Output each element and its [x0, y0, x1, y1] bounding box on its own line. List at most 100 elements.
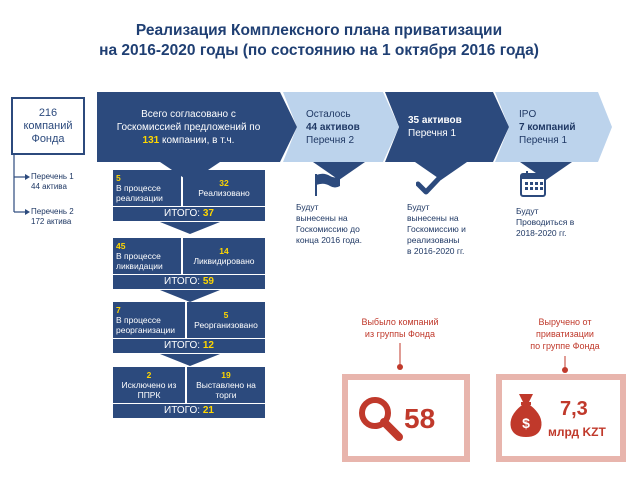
flag-text: Будут вынесены на Госкомиссию до конца 2… — [296, 202, 362, 246]
chevron-agreed-shape — [97, 92, 297, 162]
stage2-arrow — [160, 290, 220, 302]
chevron-agreed-line3: компании, в т.ч. — [159, 134, 235, 146]
chevron-ipo-shape — [495, 92, 612, 162]
stage1-total-value: 37 — [202, 208, 214, 219]
chevron-ipo: IPO 7 компаний Перечня 1 — [519, 92, 597, 162]
fund-label-2: Фонда — [31, 132, 65, 145]
chevron-ipo-line3: Перечня 1 — [519, 134, 568, 146]
check-text-3: Госкомиссию и — [407, 224, 466, 234]
stage3-total-label: ИТОГО: — [164, 340, 203, 351]
revenue-title-3: по группе Фонда — [530, 341, 600, 351]
fund-count: 216 — [38, 106, 58, 119]
stage2-right-line1: Ликвидировано — [193, 256, 255, 266]
stage1-arrow — [160, 222, 220, 234]
page-title-line2: на 2016-2020 годы (по состоянию на 1 окт… — [99, 42, 539, 59]
revenue-title-1: Выручено от — [538, 317, 592, 327]
exited-title-1: Выбыло компаний — [361, 317, 439, 327]
stage1-total-label: ИТОГО: — [164, 208, 203, 219]
list2-label: Перечень 2 172 актива — [31, 207, 74, 227]
revenue-title-2: приватизации — [536, 329, 594, 339]
stage4-total-value: 21 — [202, 405, 214, 416]
stage2-total: ИТОГО: 59 — [113, 275, 265, 289]
stage2-total-value: 59 — [202, 276, 214, 287]
check-text-5: в 2016-2020 гг. — [407, 246, 465, 256]
flag-text-4: конца 2016 года. — [296, 235, 362, 245]
stage1-total: ИТОГО: 37 — [113, 207, 265, 221]
stage3-left-num: 7 — [116, 305, 121, 315]
stage2-in-process: 45 В процессе ликвидации — [113, 238, 181, 274]
pointer-remaining — [313, 162, 365, 180]
stage3-total-value: 12 — [202, 340, 214, 351]
fund-label-1: компаний — [23, 119, 73, 132]
list2-line2: 172 актива — [31, 217, 72, 226]
stage3-done: 5 Реорганизовано — [187, 302, 265, 338]
chevron-remaining-line3: Перечня 2 — [306, 134, 355, 146]
money-bag-icon: $ — [510, 394, 542, 437]
chevron-remaining-shape — [283, 92, 399, 162]
chevron-ipo-line2: 7 компаний — [519, 121, 576, 133]
revenue-value: 7,3 — [560, 398, 588, 420]
chevron-assets35-shape — [385, 92, 509, 162]
flag-text-3: Госкомиссию до — [296, 224, 360, 234]
stage4-right-num: 19 — [221, 370, 231, 380]
pointer-ipo — [520, 162, 572, 180]
page-title-line1: Реализация Комплексного плана приватизац… — [135, 22, 503, 39]
stage1-left-num: 5 — [116, 173, 121, 183]
stage2-left-line1: В процессе — [116, 251, 161, 261]
stage3-right-num: 5 — [223, 310, 229, 320]
exited-title-2: из группы Фонда — [364, 329, 436, 339]
calendar-text: Будут Проводиться в 2018-2020 гг. — [516, 206, 574, 239]
revenue-connector — [562, 356, 568, 373]
chevron-remaining-line1: Осталось — [306, 108, 351, 120]
flag-text-1: Будут — [296, 202, 319, 212]
exited-connector — [397, 343, 403, 370]
calendar-text-3: 2018-2020 гг. — [516, 228, 567, 238]
chevron-agreed-count: 131 — [142, 134, 160, 146]
list1-line1: Перечень 1 — [31, 172, 74, 181]
stage1-right-line1: Реализовано — [198, 188, 250, 198]
stage4-left-line1: Исключено из — [121, 380, 177, 390]
stage2-left-num: 45 — [116, 241, 126, 251]
stage1-done: 32 Реализовано — [183, 170, 265, 206]
chevron-assets35-line1: 35 активов — [408, 115, 462, 126]
stage3-in-process: 7 В процессе реорганизации — [113, 302, 185, 338]
list2-line1: Перечень 2 — [31, 207, 74, 216]
chevron-remaining: Осталось 44 активов Перечня 2 — [306, 92, 386, 162]
stage2-right-num: 14 — [219, 246, 229, 256]
stage3-left-line1: В процессе — [116, 315, 161, 325]
flag-icon — [315, 173, 340, 196]
flag-text-2: вынесены на — [296, 213, 348, 223]
checkmark-icon — [416, 170, 446, 195]
svg-text:$: $ — [522, 415, 530, 431]
chevron-banner — [97, 92, 612, 162]
tree-connector — [13, 155, 30, 215]
stage4-excluded: 2 Исключено из ППРК — [113, 367, 185, 403]
stage4-total: ИТОГО: 21 — [113, 404, 265, 418]
stage1-in-process: 5 В процессе реализации — [113, 170, 181, 206]
check-text: Будут вынесены на Госкомиссию и реализов… — [407, 202, 466, 257]
stage3-total: ИТОГО: 12 — [113, 339, 265, 353]
pointer-assets35 — [415, 162, 467, 180]
chevron-agreed: Всего согласовано с Госкомиссией предлож… — [97, 92, 280, 162]
stage3-left-line2: реорганизации — [116, 325, 175, 335]
stage3-right-line1: Реорганизовано — [194, 320, 258, 330]
chevron-remaining-line2: 44 активов — [306, 121, 360, 133]
list1-label: Перечень 1 44 актива — [31, 172, 74, 192]
chevron-agreed-line1: Всего согласовано с — [141, 108, 236, 120]
chevron-assets35: 35 активов Перечня 1 — [408, 92, 488, 162]
revenue-title: Выручено от приватизации по группе Фонда — [505, 316, 625, 352]
stage2-left-line2: ликвидации — [116, 261, 163, 271]
exited-title: Выбыло компаний из группы Фонда — [340, 316, 460, 340]
stage4-right-line2: торги — [215, 390, 237, 400]
list1-line2: 44 актива — [31, 182, 67, 191]
stage2-total-label: ИТОГО: — [164, 276, 203, 287]
revenue-unit: млрд KZT — [548, 425, 606, 439]
stage1-left-line2: реализации — [116, 193, 163, 203]
chevron-ipo-line1: IPO — [519, 108, 537, 120]
exited-box — [342, 374, 470, 462]
chevron-assets35-line2: Перечня 1 — [408, 128, 457, 139]
stage4-right-line1: Выставлено на — [196, 380, 256, 390]
magnifier-icon — [359, 397, 403, 441]
stage3-arrow — [160, 354, 220, 366]
calendar-text-2: Проводиться в — [516, 217, 575, 227]
